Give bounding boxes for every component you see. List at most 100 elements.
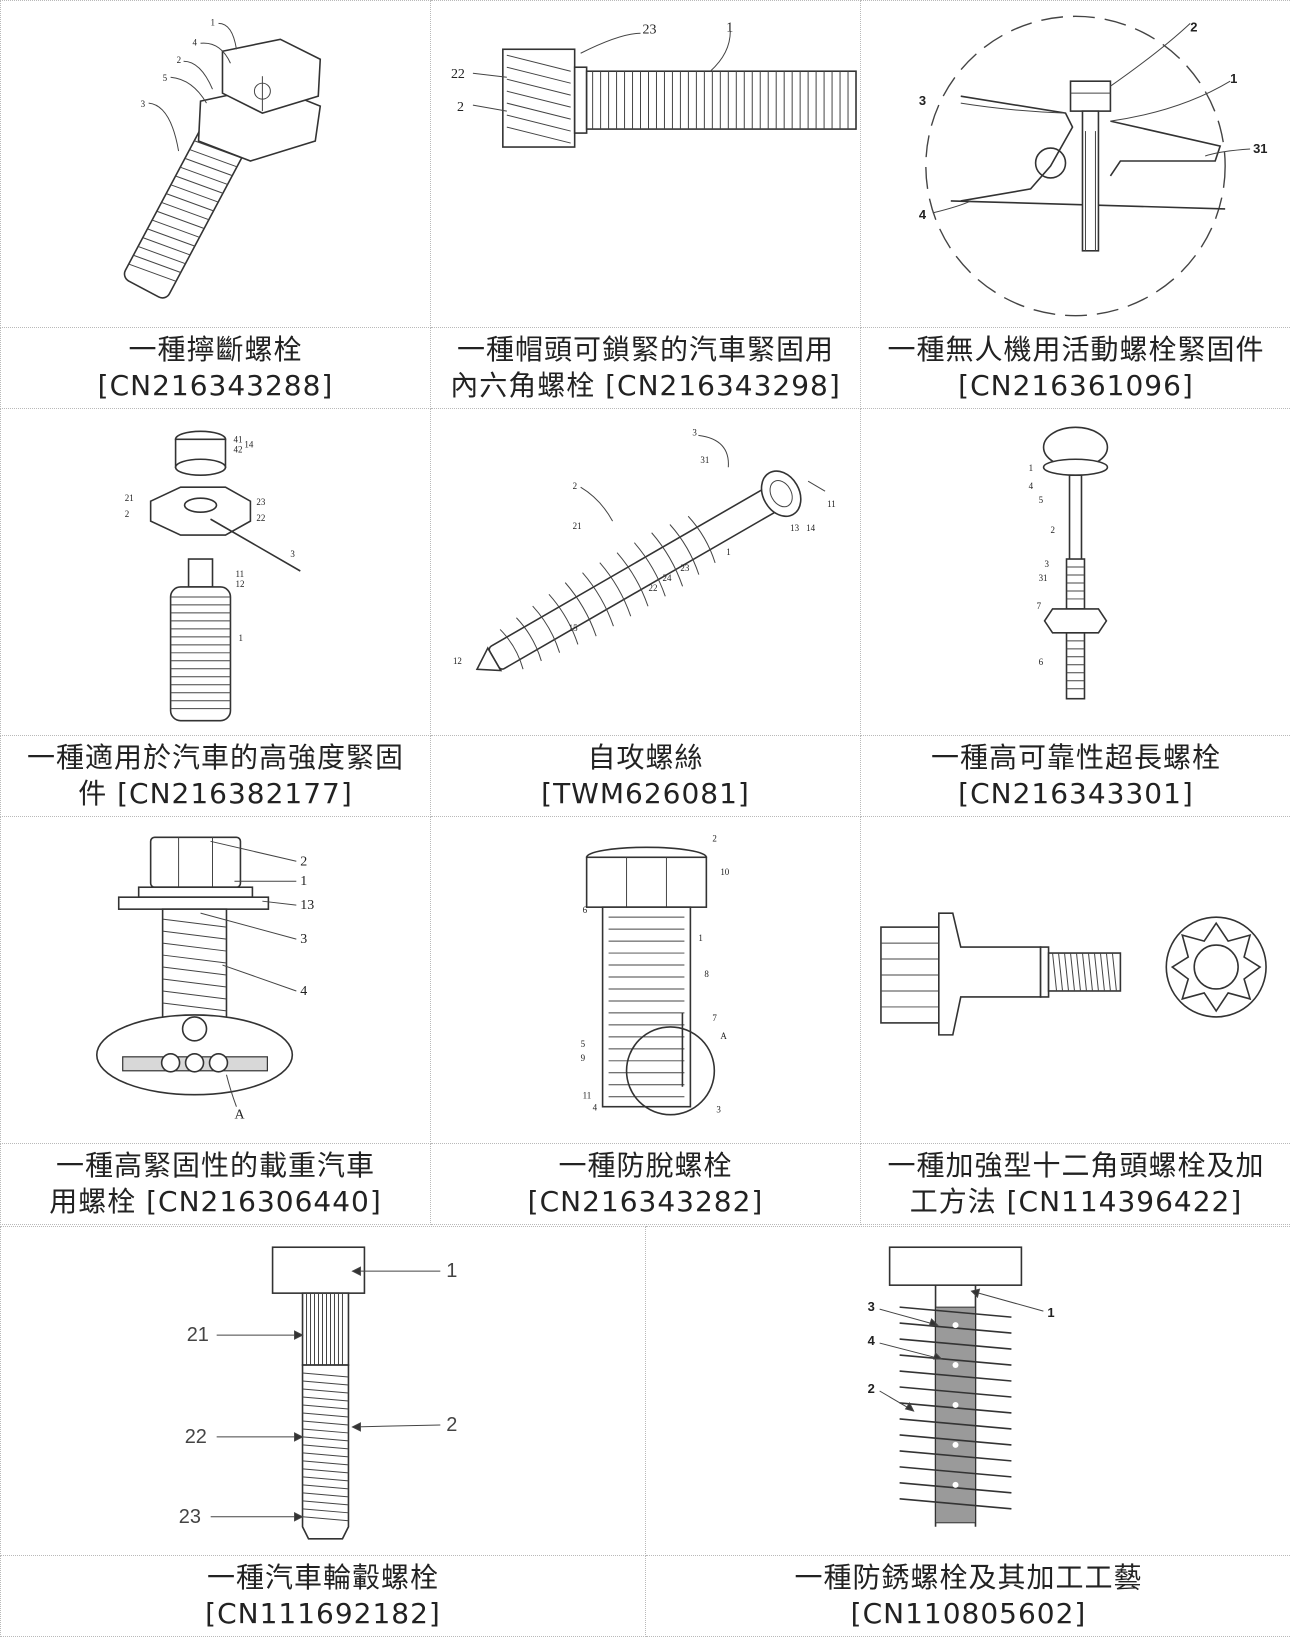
caption-title: 一種汽車輪轂螺栓 [1, 1560, 645, 1596]
svg-text:2: 2 [573, 481, 577, 491]
svg-text:21: 21 [125, 493, 134, 503]
svg-text:13: 13 [790, 523, 799, 533]
svg-text:1: 1 [1047, 1305, 1054, 1320]
caption-title: 自攻螺絲 [431, 740, 860, 776]
svg-text:4: 4 [919, 207, 927, 222]
svg-text:22: 22 [648, 583, 657, 593]
patent-grid-bottom: 1 21 2 22 23 [0, 1226, 1291, 1637]
svg-text:6: 6 [583, 905, 588, 915]
caption-title: 一種高緊固性的載重汽車 [1, 1148, 430, 1184]
figure-truck-bolt: 2 1 13 3 4 A [1, 817, 431, 1144]
caption-code: 工方法 [CN114396422] [861, 1184, 1291, 1220]
caption-code: 用螺栓 [CN216306440] [1, 1184, 430, 1220]
svg-text:1: 1 [1230, 71, 1237, 86]
caption-code: [CN216343288] [1, 368, 430, 404]
svg-text:22: 22 [451, 67, 465, 82]
caption-code: [TWM626081] [431, 776, 860, 812]
svg-text:7: 7 [1037, 601, 1042, 611]
svg-text:2: 2 [1051, 525, 1055, 535]
figure-anti-rust-bolt: 3 1 4 2 [646, 1227, 1291, 1556]
break-bolt-drawing: 1 4 2 5 3 [1, 1, 430, 327]
caption-wheel-hub-bolt: 一種汽車輪轂螺栓 [CN111692182] [1, 1556, 646, 1637]
svg-text:22: 22 [185, 1426, 207, 1448]
caption-title: 一種無人機用活動螺栓緊固件 [861, 332, 1291, 368]
caption-long-bolt: 一種高可靠性超長螺栓 [CN216343301] [861, 736, 1291, 817]
svg-text:8: 8 [704, 969, 709, 979]
svg-text:3: 3 [868, 1299, 875, 1314]
svg-text:23: 23 [256, 497, 265, 507]
anti-rust-bolt-drawing: 3 1 4 2 [646, 1227, 1291, 1555]
svg-text:6: 6 [1039, 657, 1044, 667]
figure-anti-loose-bolt: 2 10 6 1 8 7 A 5 9 11 4 3 [431, 817, 861, 1144]
caption-code: [CN216361096] [861, 368, 1291, 404]
svg-text:15: 15 [569, 623, 578, 633]
caption-title: 一種防脫螺栓 [431, 1148, 860, 1184]
svg-text:13: 13 [300, 898, 314, 913]
caption-title: 一種帽頭可鎖緊的汽車緊固用 [431, 332, 860, 368]
caption-drone-bolt: 一種無人機用活動螺栓緊固件 [CN216361096] [861, 328, 1291, 409]
svg-text:2: 2 [712, 833, 716, 843]
twelve-point-bolt-drawing [861, 817, 1291, 1143]
svg-text:21: 21 [573, 521, 582, 531]
wheel-hub-bolt-drawing: 1 21 2 22 23 [1, 1227, 645, 1555]
svg-text:7: 7 [712, 1013, 717, 1023]
svg-text:1: 1 [300, 874, 307, 889]
svg-text:11: 11 [583, 1091, 592, 1101]
svg-text:3: 3 [300, 932, 307, 947]
svg-text:11: 11 [235, 569, 244, 579]
caption-twelve-point-bolt: 一種加強型十二角頭螺栓及加 工方法 [CN114396422] [861, 1144, 1291, 1225]
caption-anti-rust-bolt: 一種防銹螺栓及其加工工藝 [CN110805602] [646, 1556, 1291, 1637]
svg-text:22: 22 [256, 513, 265, 523]
caption-code: [CN111692182] [1, 1596, 645, 1632]
caption-title: 一種加強型十二角頭螺栓及加 [861, 1148, 1291, 1184]
svg-text:3: 3 [919, 93, 926, 108]
svg-text:2: 2 [457, 100, 464, 115]
svg-text:4: 4 [1029, 481, 1034, 491]
svg-text:5: 5 [581, 1039, 586, 1049]
svg-text:3: 3 [1045, 559, 1050, 569]
hex-socket-bolt-drawing: 23 1 22 2 [431, 1, 860, 327]
caption-break-bolt: 一種擰斷螺栓 [CN216343288] [1, 328, 431, 409]
svg-text:23: 23 [680, 563, 689, 573]
svg-text:14: 14 [806, 523, 815, 533]
svg-text:11: 11 [827, 499, 836, 509]
svg-text:10: 10 [720, 867, 729, 877]
caption-code: 內六角螺栓 [CN216343298] [431, 368, 860, 404]
svg-text:1: 1 [211, 17, 215, 27]
svg-text:12: 12 [453, 656, 462, 666]
svg-text:23: 23 [643, 22, 657, 37]
svg-text:A: A [234, 1108, 244, 1123]
drone-bolt-drawing: 2 1 3 31 4 [861, 1, 1291, 327]
self-tapping-screw-drawing: 3 31 11 2 13 14 21 1 23 24 22 15 12 [431, 409, 860, 735]
svg-text:4: 4 [300, 984, 307, 999]
caption-title: 一種高可靠性超長螺栓 [861, 740, 1291, 776]
patent-grid: 1 4 2 5 3 [0, 0, 1291, 1225]
svg-text:2: 2 [868, 1381, 875, 1396]
svg-text:9: 9 [581, 1053, 586, 1063]
truck-bolt-drawing: 2 1 13 3 4 A [1, 817, 430, 1143]
svg-text:12: 12 [235, 579, 244, 589]
caption-self-tapping-screw: 自攻螺絲 [TWM626081] [431, 736, 861, 817]
svg-text:31: 31 [1253, 141, 1267, 156]
svg-text:2: 2 [1190, 19, 1197, 34]
figure-self-tapping-screw: 3 31 11 2 13 14 21 1 23 24 22 15 12 [431, 409, 861, 736]
svg-text:4: 4 [193, 37, 198, 47]
svg-text:1: 1 [698, 933, 702, 943]
svg-text:21: 21 [187, 1324, 209, 1346]
svg-text:1: 1 [446, 1260, 457, 1282]
svg-text:A: A [720, 1031, 727, 1041]
figure-break-bolt: 1 4 2 5 3 [1, 1, 431, 328]
svg-text:5: 5 [1039, 495, 1044, 505]
svg-text:1: 1 [238, 633, 242, 643]
svg-text:31: 31 [1039, 573, 1048, 583]
svg-text:42: 42 [233, 444, 242, 454]
svg-text:2: 2 [300, 854, 307, 869]
svg-text:2: 2 [177, 55, 181, 65]
caption-code: [CN216343301] [861, 776, 1291, 812]
svg-text:5: 5 [163, 73, 168, 83]
caption-anti-loose-bolt: 一種防脫螺栓 [CN216343282] [431, 1144, 861, 1225]
figure-wheel-hub-bolt: 1 21 2 22 23 [1, 1227, 646, 1556]
caption-code: 件 [CN216382177] [1, 776, 430, 812]
svg-text:4: 4 [868, 1333, 876, 1348]
